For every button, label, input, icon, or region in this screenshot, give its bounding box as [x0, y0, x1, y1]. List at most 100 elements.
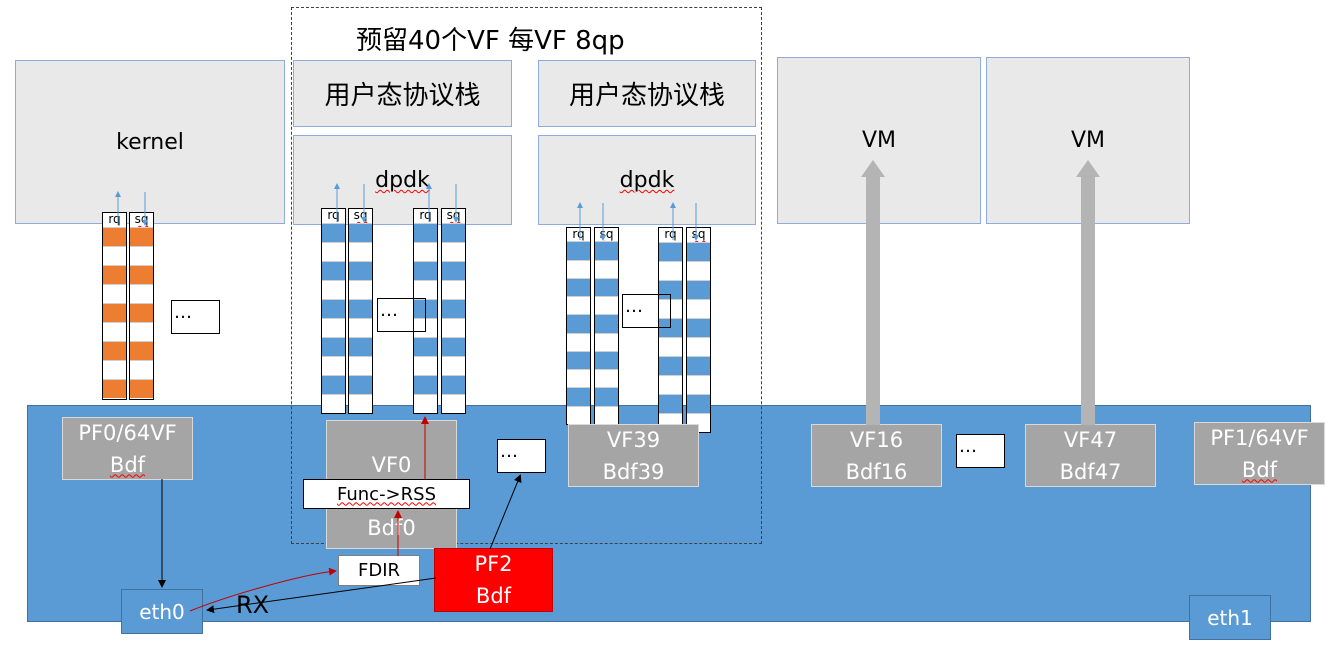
- pf0-name: PF0/64VF: [78, 420, 177, 445]
- queue-slot: [687, 394, 710, 413]
- ellipsis-box-kernel: …: [171, 300, 220, 334]
- queue-slot: [349, 299, 372, 318]
- queue-slot: [322, 394, 345, 413]
- queue-slot: [595, 369, 618, 388]
- ellipsis-box-vf39-queues: …: [622, 294, 671, 328]
- vm-label-2: VM: [1070, 128, 1106, 153]
- queue-slot: [659, 375, 682, 394]
- queue-slot: [349, 356, 372, 375]
- vf47-to-vm-arrow: [1076, 160, 1100, 425]
- queue-slot: [659, 242, 682, 261]
- vf39-device: VF39 Bdf39: [568, 424, 699, 487]
- queue-slot: [322, 337, 345, 356]
- pf2-bdf: Bdf: [475, 584, 512, 608]
- queue-slot: [322, 356, 345, 375]
- reserved-vf-region: [291, 7, 762, 544]
- vf0-sq-queue-a: sq: [348, 208, 373, 414]
- queue-slot: [567, 277, 590, 297]
- queue-slot: [442, 280, 465, 299]
- vf39-name: VF39: [606, 427, 661, 452]
- pf2-to-eth0-arrow: [206, 577, 437, 614]
- vf16-to-vm-arrow: [861, 160, 885, 425]
- queue-slot: [687, 337, 710, 356]
- queue-slot: [414, 394, 437, 413]
- pf1-bdf: Bdf: [1241, 457, 1278, 482]
- queue-slot: [687, 318, 710, 337]
- queue-slot: [103, 303, 126, 322]
- queue-slot: [567, 369, 590, 388]
- vf0-bdf: Bdf0: [367, 516, 416, 540]
- queue-slot: [442, 242, 465, 261]
- queue-slot: [130, 379, 153, 398]
- queue-slot: [442, 394, 465, 413]
- kernel-label: kernel: [116, 129, 184, 155]
- queue-slot: [687, 261, 710, 280]
- fdir-box: FDIR: [338, 555, 420, 586]
- queue-slot: [349, 375, 372, 394]
- queue-slot: [322, 223, 345, 242]
- kernel-box: kernel: [15, 60, 285, 224]
- eth0-to-fdir-arrow: [189, 567, 337, 612]
- kernel-rq-queue: rq: [102, 212, 127, 400]
- fdir-label: FDIR: [357, 560, 401, 581]
- queue-slot: [349, 337, 372, 356]
- queue-slot: [103, 227, 126, 246]
- ellipsis-box-vf16-vf47: …: [956, 434, 1005, 468]
- queue-slot: [322, 280, 345, 299]
- pf0-device: PF0/64VF Bdf: [62, 417, 193, 480]
- queue-slot: [687, 356, 710, 375]
- queue-label-rq: rq: [572, 227, 585, 241]
- queue-slot: [442, 318, 465, 337]
- queue-slot: [442, 375, 465, 394]
- ellipsis-box-vf0-queues: …: [377, 298, 426, 332]
- queue-slot: [103, 341, 126, 360]
- queue-slot: [595, 259, 618, 278]
- queue-slot: [349, 394, 372, 413]
- vm-label-1: VM: [861, 128, 897, 153]
- queue-slot: [595, 405, 618, 424]
- queue-slot: [130, 303, 153, 322]
- pf1-name: PF1/64VF: [1210, 425, 1309, 450]
- func-rss-label: Func->RSS: [336, 483, 437, 505]
- eth0-port: eth0: [121, 589, 203, 634]
- queue-slot: [103, 265, 126, 284]
- vf47-bdf: Bdf47: [1059, 459, 1122, 484]
- ellipsis-box-vfs: …: [497, 439, 546, 473]
- queue-slot: [595, 387, 618, 406]
- vf47-name: VF47: [1063, 427, 1118, 452]
- queue-slot: [130, 360, 153, 379]
- dpdk-box-2: dpdk: [538, 135, 756, 225]
- queue-slot: [567, 387, 590, 406]
- queue-slot: [349, 261, 372, 280]
- queue-slot: [349, 223, 372, 242]
- queue-slot: [130, 227, 153, 246]
- queue-slot: [322, 375, 345, 394]
- queue-slot: [442, 261, 465, 280]
- vf0-name: VF0: [371, 453, 412, 477]
- dpdk-label-1: dpdk: [375, 168, 430, 193]
- user-stack-box-1: 用户态协议栈: [293, 60, 512, 127]
- queue-slot: [687, 375, 710, 394]
- queue-slot: [349, 280, 372, 299]
- queue-slot: [414, 223, 437, 242]
- queue-slot: [414, 337, 437, 356]
- queue-slot: [595, 314, 618, 333]
- queue-slot: [130, 284, 153, 303]
- queue-slot: [103, 379, 126, 398]
- queue-slot: [659, 337, 682, 356]
- queue-slot: [442, 337, 465, 356]
- vf39-rq-queue-a: rq: [566, 227, 591, 425]
- dpdk-label-2: dpdk: [619, 168, 675, 193]
- vf16-bdf: Bdf16: [845, 459, 908, 484]
- queue-slot: [687, 299, 710, 318]
- queue-slot: [659, 261, 682, 280]
- vf16-name: VF16: [849, 427, 904, 452]
- queue-slot: [414, 261, 437, 280]
- queue-slot: [595, 350, 618, 370]
- queue-slot: [567, 259, 590, 278]
- vf39-sq-queue-b: sq: [686, 227, 711, 433]
- queue-slot: [567, 350, 590, 370]
- vf0-sq-queue-b: sq: [441, 208, 466, 414]
- queue-slot: [567, 241, 590, 260]
